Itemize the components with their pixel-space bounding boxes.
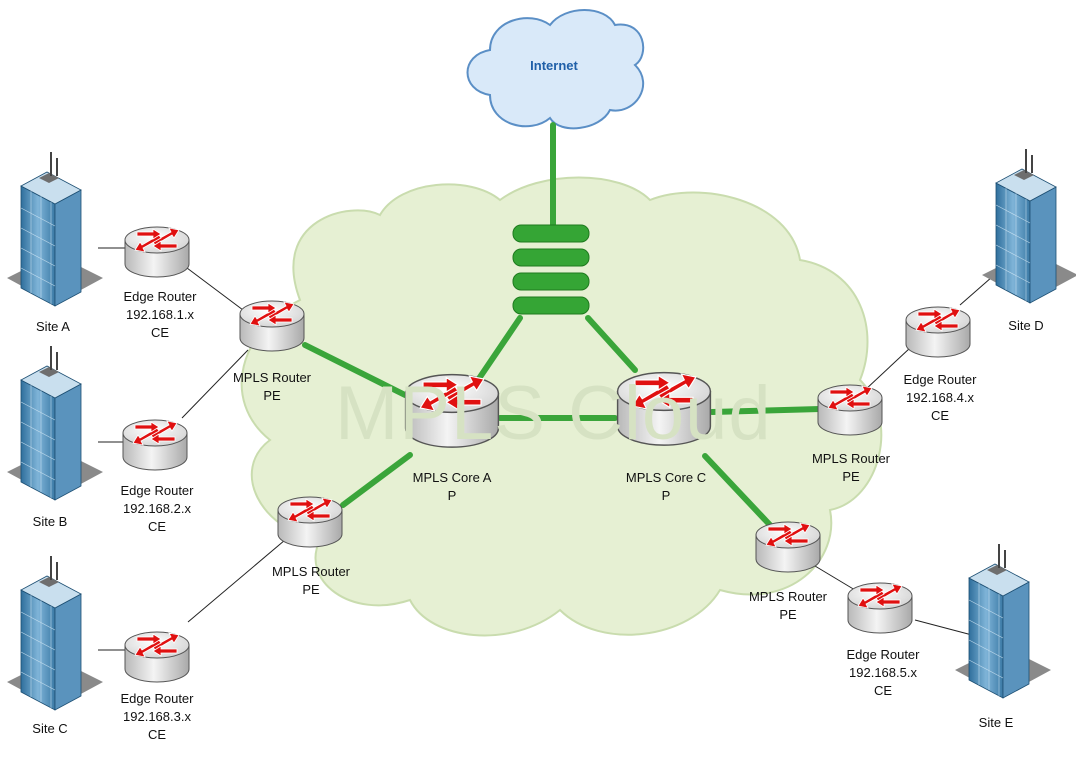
core-a-label: MPLS Core A P [413, 469, 492, 505]
pe-router-1-role: PE [263, 388, 281, 403]
site-a-building-icon[interactable] [6, 151, 104, 307]
edge-router-1-icon[interactable] [124, 226, 190, 278]
backbone-links [302, 122, 823, 528]
core-c-name: MPLS Core C [625, 470, 707, 485]
internet-label: Internet [530, 58, 578, 73]
edge-router-1-role: CE [150, 325, 170, 340]
edge-router-2-icon[interactable] [122, 419, 188, 471]
edge-router-1-name: Edge Router [123, 289, 197, 304]
site-d-label: Site D [1008, 318, 1044, 333]
pe-router-2-label: MPLS Router PE [272, 563, 350, 599]
pe-router-1-icon[interactable] [239, 300, 305, 352]
edge-router-2-name: Edge Router [120, 483, 194, 498]
edge-router-2-subnet: 192.168.2.x [123, 501, 191, 516]
edge-router-2-label: Edge Router 192.168.2.x CE [121, 482, 194, 536]
edge-router-4-name: Edge Router [903, 372, 977, 387]
pe-router-4-icon[interactable] [755, 521, 821, 573]
edge-router-2-role: CE [147, 519, 167, 534]
access-links [98, 247, 1001, 651]
edge-router-3-label: Edge Router 192.168.3.x CE [121, 690, 194, 744]
site-e-label: Site E [978, 715, 1014, 730]
core-a-name: MPLS Core A [412, 470, 492, 485]
edge-router-3-subnet: 192.168.3.x [123, 709, 191, 724]
pe-router-2-role: PE [302, 582, 320, 597]
edge-router-5-icon[interactable] [847, 582, 913, 634]
core-c-role: P [661, 488, 671, 503]
edge-router-3-name: Edge Router [120, 691, 194, 706]
pe-router-2-name: MPLS Router [271, 564, 351, 579]
edge-router-3-role: CE [147, 727, 167, 742]
pe-router-3-icon[interactable] [817, 384, 883, 436]
site-b-label: Site B [32, 514, 68, 529]
edge-router-5-subnet: 192.168.5.x [849, 665, 917, 680]
mpls-cloud-watermark: MPLS Cloud [335, 371, 772, 456]
site-e-building-icon[interactable] [954, 543, 1052, 699]
edge-router-3-icon[interactable] [124, 631, 190, 683]
pe-router-3-name: MPLS Router [811, 451, 891, 466]
edge-router-5-role: CE [873, 683, 893, 698]
edge-router-1-label: Edge Router 192.168.1.x CE [124, 288, 197, 342]
site-c-building-icon[interactable] [6, 555, 104, 711]
site-b-building-icon[interactable] [6, 345, 104, 501]
edge-router-4-icon[interactable] [905, 306, 971, 358]
edge-router-4-role: CE [930, 408, 950, 423]
core-switch[interactable] [512, 224, 590, 315]
edge-router-5-name: Edge Router [846, 647, 920, 662]
core-c-label: MPLS Core C P [626, 469, 706, 505]
edge-router-1-subnet: 192.168.1.x [126, 307, 194, 322]
pe-router-1-label: MPLS Router PE [233, 369, 311, 405]
pe-router-1-name: MPLS Router [232, 370, 312, 385]
edge-router-4-subnet: 192.168.4.x [906, 390, 974, 405]
site-c-label: Site C [32, 721, 68, 736]
pe-router-4-name: MPLS Router [748, 589, 828, 604]
pe-router-4-role: PE [779, 607, 797, 622]
site-a-label: Site A [36, 319, 70, 334]
core-a-role: P [447, 488, 457, 503]
pe-router-3-role: PE [842, 469, 860, 484]
edge-router-5-label: Edge Router 192.168.5.x CE [847, 646, 920, 700]
pe-router-4-label: MPLS Router PE [749, 588, 827, 624]
pe-router-3-label: MPLS Router PE [812, 450, 890, 486]
pe-router-2-icon[interactable] [277, 496, 343, 548]
edge-router-4-label: Edge Router 192.168.4.x CE [904, 371, 977, 425]
site-d-building-icon[interactable] [981, 148, 1076, 304]
